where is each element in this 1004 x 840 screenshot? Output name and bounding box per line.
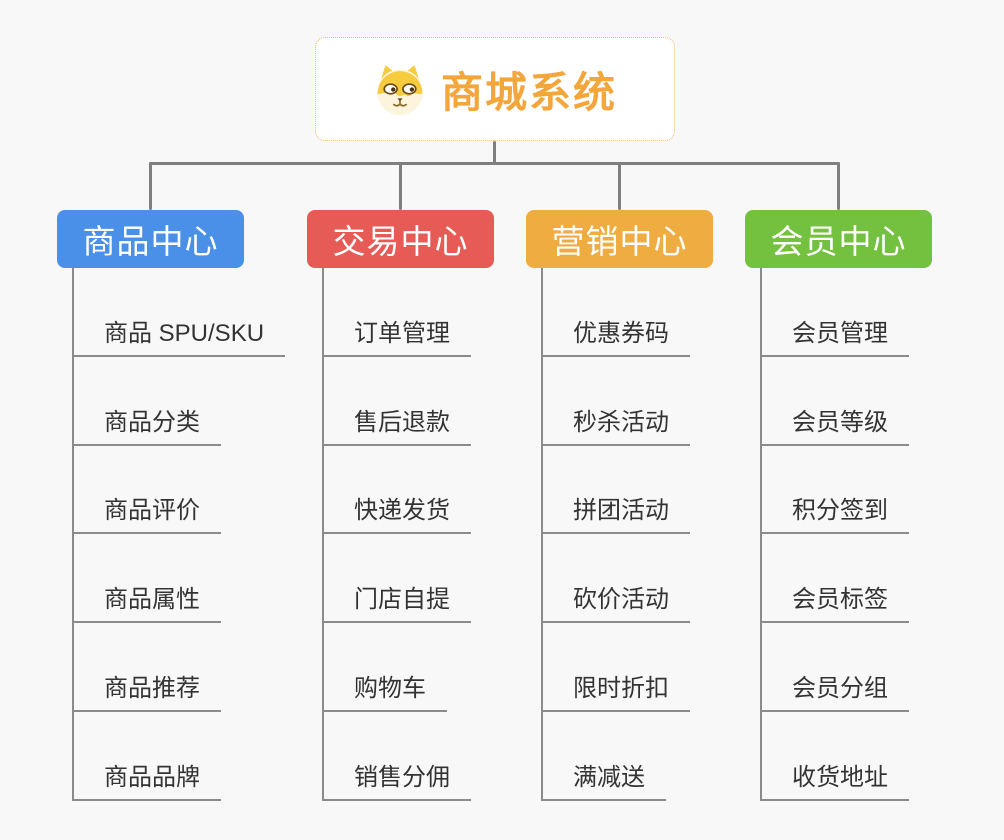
connector-drop-trade [399,162,402,210]
branch-node-member-center[interactable]: 会员中心 [745,210,932,268]
leaf-node[interactable]: 积分签到 [762,446,909,535]
leaf-node[interactable]: 快递发货 [324,446,471,535]
branch-marketing-center: 营销中心 优惠券码 秒杀活动 拼团活动 砍价活动 限时折扣 满减送 [526,210,713,801]
branch-trade-children: 订单管理 售后退款 快递发货 门店自提 购物车 销售分佣 [322,268,494,801]
leaf-node[interactable]: 销售分佣 [324,712,471,801]
leaf-node[interactable]: 会员等级 [762,357,909,446]
leaf-node[interactable]: 购物车 [324,623,447,712]
connector-drop-product [149,162,152,210]
leaf-node[interactable]: 优惠券码 [543,268,690,357]
leaf-node[interactable]: 满减送 [543,712,666,801]
leaf-node[interactable]: 商品品牌 [74,712,221,801]
leaf-node[interactable]: 拼团活动 [543,446,690,535]
dog-face-icon [377,65,423,115]
branch-product-center: 商品中心 商品 SPU/SKU 商品分类 商品评价 商品属性 商品推荐 商品品牌 [57,210,286,801]
leaf-node[interactable]: 商品属性 [74,534,221,624]
leaf-node[interactable]: 会员分组 [762,623,909,712]
leaf-node[interactable]: 商品评价 [74,446,221,535]
leaf-node[interactable]: 商品分类 [74,357,221,446]
leaf-node[interactable]: 秒杀活动 [543,357,690,446]
connector-drop-marketing [618,162,621,210]
branch-node-trade-center[interactable]: 交易中心 [307,210,494,268]
branch-member-center: 会员中心 会员管理 会员等级 积分签到 会员标签 会员分组 收货地址 [745,210,932,801]
branch-marketing-children: 优惠券码 秒杀活动 拼团活动 砍价活动 限时折扣 满减送 [541,268,713,801]
branch-node-product-center[interactable]: 商品中心 [57,210,244,268]
root-node[interactable]: 商城系统 [315,37,675,141]
connector-drop-member [837,162,840,210]
branch-product-children: 商品 SPU/SKU 商品分类 商品评价 商品属性 商品推荐 商品品牌 [72,268,286,801]
branch-node-marketing-center[interactable]: 营销中心 [526,210,713,268]
leaf-node[interactable]: 订单管理 [324,268,471,357]
branch-member-children: 会员管理 会员等级 积分签到 会员标签 会员分组 收货地址 [760,268,932,801]
leaf-node[interactable]: 限时折扣 [543,623,690,712]
leaf-node[interactable]: 会员标签 [762,534,909,624]
branch-trade-center: 交易中心 订单管理 售后退款 快递发货 门店自提 购物车 销售分佣 [307,210,494,801]
leaf-node[interactable]: 砍价活动 [543,534,690,624]
leaf-node[interactable]: 商品 SPU/SKU [74,268,286,357]
connector-horizontal-bus [149,162,840,165]
root-title: 商城系统 [440,68,617,116]
connector-root-stem [493,141,496,164]
leaf-node[interactable]: 门店自提 [324,534,471,624]
leaf-node[interactable]: 收货地址 [762,712,909,801]
leaf-node[interactable]: 会员管理 [762,268,909,357]
leaf-node[interactable]: 售后退款 [324,357,471,446]
leaf-node[interactable]: 商品推荐 [74,623,221,712]
